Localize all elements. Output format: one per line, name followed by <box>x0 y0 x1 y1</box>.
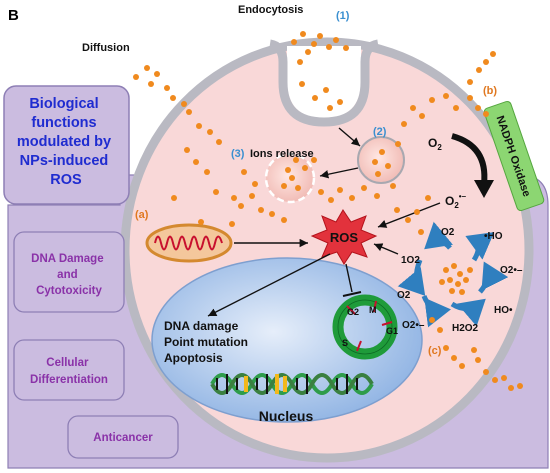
label-b: (b) <box>483 85 497 97</box>
mitochondrion-cristae <box>154 235 223 251</box>
nadph-arrowhead <box>474 180 494 198</box>
title-box <box>3 85 130 205</box>
cycle-g1: G1 <box>386 326 398 336</box>
species-o2-left: O2 <box>397 290 411 301</box>
step2-label: (2) <box>373 126 387 138</box>
species-singlet-oxygen: 1O2 <box>401 255 420 266</box>
species-ho-top: •HO <box>484 231 503 242</box>
species-ho-right: HO• <box>494 305 513 316</box>
superoxide-label: O2•– <box>445 192 467 210</box>
o2-label: O2 <box>428 136 442 152</box>
cell-cycle-checkpoints <box>346 300 393 352</box>
title-line-1: Biological <box>29 96 98 112</box>
ros-burst <box>310 209 378 265</box>
anticancer-text: Anticancer <box>93 432 153 444</box>
species-superoxide-right: O2•– <box>500 265 523 276</box>
mitochondrion <box>145 223 233 263</box>
label-a: (a) <box>135 209 149 221</box>
differentiation-text: Cellular Differentiation <box>30 357 108 386</box>
step1-label: (1) <box>336 10 350 22</box>
differentiation-box <box>13 339 125 401</box>
cycle-inhibition-bar <box>342 291 362 297</box>
ros-species-cycle <box>397 221 509 328</box>
ros-label: ROS <box>330 230 359 245</box>
dna-helix <box>210 373 374 395</box>
species-o2-top: O2 <box>441 227 455 238</box>
cycle-g2: G2 <box>347 307 359 317</box>
title-line-4: NPs-induced <box>20 153 109 169</box>
diffusion-label: Diffusion <box>82 42 130 54</box>
vesicle <box>357 136 405 184</box>
dna-effects-text: DNA damage Point mutation Apoptosis <box>164 319 251 365</box>
title-line-5: ROS <box>50 172 82 188</box>
arrow-endocytosis-to-vesicle <box>338 127 361 147</box>
title-line-3: modulated by <box>17 134 111 150</box>
cycle-nanoparticles <box>439 263 473 295</box>
nadph-curved-arrow <box>451 133 488 185</box>
label-c: (c) <box>428 345 442 357</box>
arrow-vesicle-to-ions <box>319 167 359 179</box>
arrow-superoxide-to-ros <box>377 202 441 228</box>
endocytosis-label: Endocytosis <box>238 4 303 16</box>
cycle-m: M <box>369 305 377 315</box>
title-line-2: functions <box>31 115 96 131</box>
arrow-ros-to-dna <box>207 253 331 317</box>
species-superoxide-bottom: O2•– <box>402 320 425 331</box>
arrow-ros-to-cycle <box>345 263 353 293</box>
species-h2o2: H2O2 <box>452 323 479 334</box>
step3-label: (3) <box>231 148 245 160</box>
panel-label: B <box>8 7 19 24</box>
endocytosis-pocket-fill <box>287 46 361 118</box>
dna-damage-box <box>13 231 125 313</box>
endocytosis-invagination <box>268 39 380 127</box>
title-text: Biological functions modulated by NPs-in… <box>17 96 115 188</box>
anticancer-box <box>67 415 179 459</box>
arrow-species-to-ros <box>373 243 399 255</box>
ions-release-label: Ions release <box>250 148 314 160</box>
nucleus-label: Nucleus <box>259 408 314 424</box>
dna-damage-text: DNA Damage and Cytotoxicity <box>31 253 107 297</box>
cycle-s: S <box>342 338 348 348</box>
nanoparticles <box>133 31 523 391</box>
